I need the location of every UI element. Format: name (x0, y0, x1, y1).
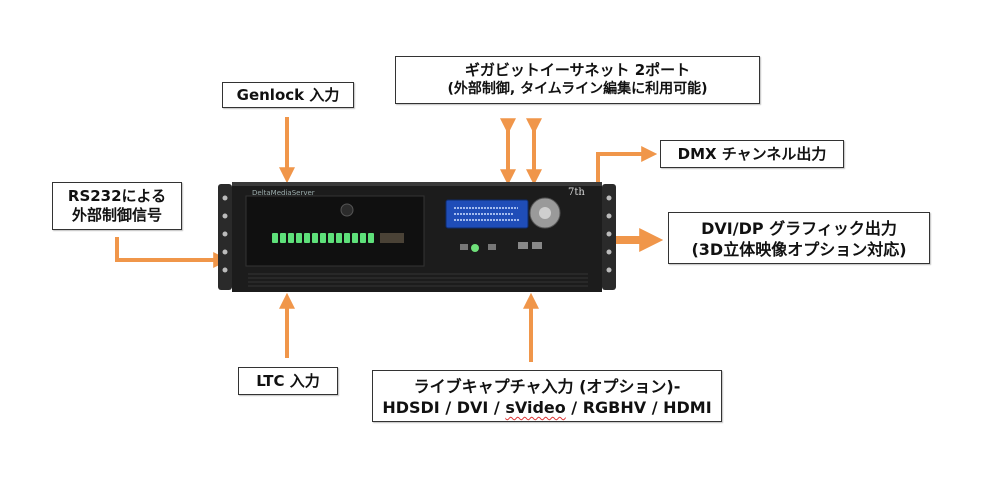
rs232-arrow (115, 237, 230, 268)
ethernet-label: ギガビットイーサネット 2ポート (外部制御, タイムライン編集に利用可能) (395, 56, 760, 104)
dmx-text: DMX チャンネル出力 (677, 145, 827, 163)
dvi-label: DVI/DP グラフィック出力 (3D立体映像オプション対応) (668, 212, 930, 264)
rs232-text-2: 外部制御信号 (71, 206, 162, 224)
ethernet-text-2: (外部制御, タイムライン編集に利用可能) (447, 81, 708, 97)
rs232-label: RS232による 外部制御信号 (52, 182, 182, 230)
ltc-label: LTC 入力 (238, 367, 338, 395)
brand-text: DeltaMediaServer (252, 189, 315, 197)
dvi-text-2: (3D立体映像オプション対応) (691, 240, 907, 259)
capture-text-2b: sVideo (505, 398, 566, 417)
rs232-text-1: RS232による (67, 187, 167, 205)
led-bar (272, 233, 404, 243)
capture-text-2c: / RGBHV / HDMI (565, 398, 712, 417)
dmx-label: DMX チャンネル出力 (660, 140, 844, 168)
genlock-text: Genlock 入力 (236, 86, 340, 104)
ltc-text: LTC 入力 (256, 372, 320, 390)
capture-text-1: ライブキャプチャ入力 (オプション)- (413, 377, 681, 396)
capture-label: ライブキャプチャ入力 (オプション)- HDSDI / DVI / sVideo… (372, 370, 722, 422)
genlock-label: Genlock 入力 (222, 82, 354, 108)
dvi-text-1: DVI/DP グラフィック出力 (701, 219, 897, 238)
ethernet-text-1: ギガビットイーサネット 2ポート (464, 61, 691, 79)
media-server-device: DeltaMediaServer 7th (218, 182, 616, 292)
capture-text-2a: HDSDI / DVI / (382, 398, 506, 417)
dmx-arrow (596, 146, 658, 185)
logo-text: 7th (568, 187, 585, 198)
capture-text-2: HDSDI / DVI / sVideo / RGBHV / HDMI (373, 397, 721, 418)
